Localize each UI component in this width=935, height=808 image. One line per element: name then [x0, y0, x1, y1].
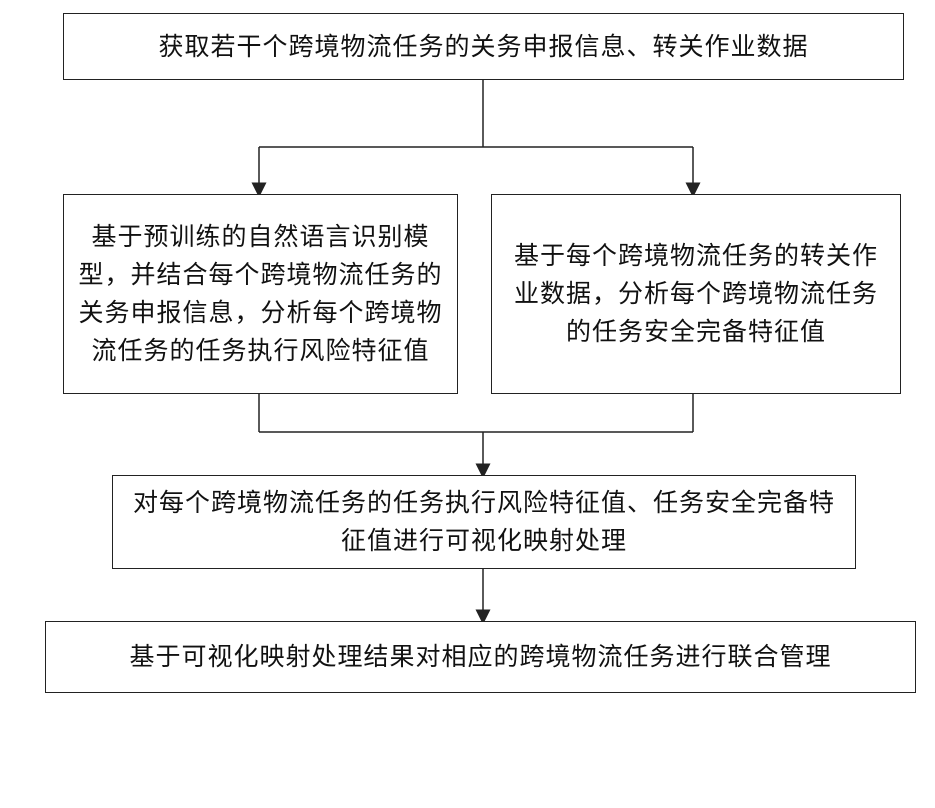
step5-text: 基于可视化映射处理结果对相应的跨境物流任务进行联合管理: [129, 638, 831, 676]
step4-text: 对每个跨境物流任务的任务执行风险特征值、任务安全完备特征值进行可视化映射处理: [123, 484, 845, 560]
step3-text: 基于每个跨境物流任务的转关作业数据，分析每个跨境物流任务的任务安全完备特征值: [502, 237, 890, 351]
step4-box: 对每个跨境物流任务的任务执行风险特征值、任务安全完备特征值进行可视化映射处理: [112, 475, 856, 569]
step2-box: 基于预训练的自然语言识别模型，并结合每个跨境物流任务的关务申报信息，分析每个跨境…: [63, 194, 458, 394]
step3-box: 基于每个跨境物流任务的转关作业数据，分析每个跨境物流任务的任务安全完备特征值: [491, 194, 901, 394]
step2-text: 基于预训练的自然语言识别模型，并结合每个跨境物流任务的关务申报信息，分析每个跨境…: [72, 218, 449, 370]
step1-text: 获取若干个跨境物流任务的关务申报信息、转关作业数据: [158, 28, 808, 66]
step1-box: 获取若干个跨境物流任务的关务申报信息、转关作业数据: [63, 13, 904, 80]
step5-box: 基于可视化映射处理结果对相应的跨境物流任务进行联合管理: [45, 621, 916, 693]
